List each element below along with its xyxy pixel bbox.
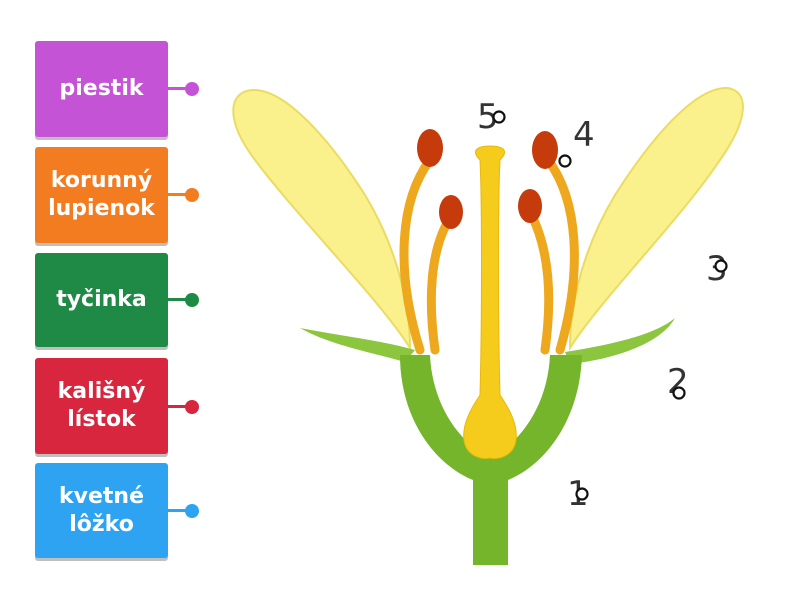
stamen-filament [399, 155, 435, 355]
connector-handle[interactable] [185, 504, 199, 518]
connector-line [168, 405, 190, 408]
anther [417, 129, 443, 167]
label-card-kvetne-lozko[interactable]: kvetné lôžko [35, 463, 168, 558]
label-card-tycinka[interactable]: tyčinka [35, 253, 168, 347]
label-card-kalisny-listok[interactable]: kališný lístok [35, 358, 168, 454]
anther [439, 195, 463, 229]
drop-target-2[interactable] [672, 386, 686, 400]
receptacle [400, 355, 582, 565]
connector-line [168, 298, 190, 301]
label-text: piestik [59, 76, 144, 101]
drop-target-4[interactable] [558, 154, 572, 168]
connector-line [168, 509, 190, 512]
drop-target-5[interactable] [492, 110, 506, 124]
connector-handle[interactable] [185, 293, 199, 307]
label-text: kališný lístok [57, 379, 146, 432]
anther [518, 189, 542, 223]
connector-line [168, 193, 190, 196]
connector-handle[interactable] [185, 82, 199, 96]
pistil [463, 145, 517, 459]
connector-line [168, 87, 190, 90]
sepal-right [565, 318, 675, 364]
connector-handle[interactable] [185, 188, 199, 202]
connector-handle[interactable] [185, 400, 199, 414]
label-text: tyčinka [56, 287, 147, 312]
drop-target-1[interactable] [575, 487, 589, 501]
label-card-korunny-lupienok[interactable]: korunný lupienok [35, 147, 168, 243]
stamen-filament [426, 213, 455, 355]
label-text: kvetné lôžko [59, 483, 144, 537]
anther [532, 131, 558, 169]
number-4: 4 [573, 115, 595, 155]
label-text: korunný lupienok [48, 168, 155, 221]
stamen-filament [525, 207, 554, 355]
petal-left [232, 88, 412, 352]
number-5: 5 [477, 97, 499, 137]
stamen-filament [543, 155, 579, 355]
sepal-left [300, 328, 415, 362]
drop-target-3[interactable] [714, 259, 728, 273]
petal-right [568, 86, 744, 352]
label-card-piestik[interactable]: piestik [35, 41, 168, 137]
